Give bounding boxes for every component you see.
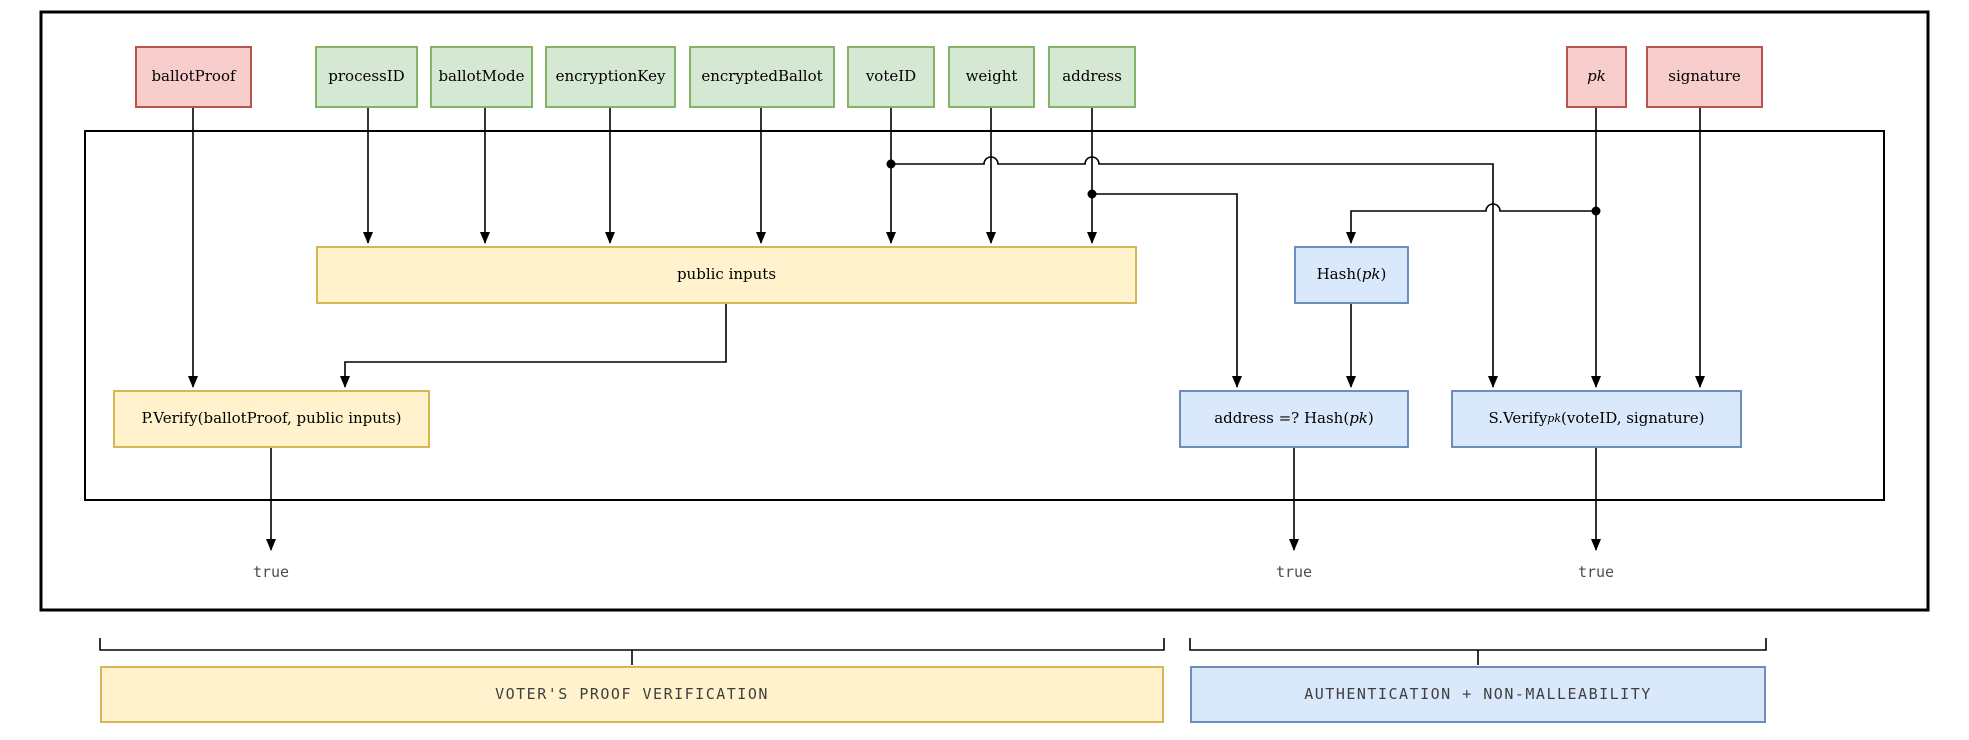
s-verify-prefix: S.Verify: [1488, 409, 1548, 428]
input-process-id: processID: [315, 46, 418, 108]
address-check-arg: pk: [1349, 409, 1368, 428]
input-encrypted-ballot: encryptedBallot: [689, 46, 835, 108]
outer-frame: [39, 10, 1930, 612]
node-hash-pk: Hash(pk): [1294, 246, 1409, 304]
address-check-suffix: ): [1367, 409, 1374, 428]
edge-publicinputs-to-pverify: [340, 304, 727, 388]
section-voter-proof-verification: VOTER'S PROOF VERIFICATION: [100, 666, 1164, 723]
node-p-verify: P.Verify(ballotProof, public inputs): [113, 390, 430, 448]
result-s-verify: true: [1577, 563, 1615, 581]
input-address: address: [1048, 46, 1136, 108]
edge-address-to-addresscheck: [1092, 193, 1242, 388]
hash-pk-arg: pk: [1361, 265, 1381, 284]
node-address-check: address =? Hash(pk): [1179, 390, 1409, 448]
input-encryption-key: encryptionKey: [545, 46, 676, 108]
s-verify-subscript: pk: [1547, 411, 1562, 425]
input-ballot-proof: ballotProof: [135, 46, 252, 108]
input-weight: weight: [948, 46, 1035, 108]
input-signature: signature: [1646, 46, 1763, 108]
input-pk: pk: [1566, 46, 1627, 108]
brace-authentication: [1189, 638, 1767, 651]
address-check-prefix: address =? Hash(: [1214, 409, 1350, 428]
brace-voter-proof: [99, 638, 1165, 651]
hash-pk-suffix: ): [1380, 265, 1387, 284]
edge-pk-to-hash: [1346, 203, 1596, 244]
result-address-check: true: [1275, 563, 1313, 581]
section-authentication-non-malleability: AUTHENTICATION + NON-MALLEABILITY: [1190, 666, 1766, 723]
input-vote-id: voteID: [847, 46, 935, 108]
node-public-inputs: public inputs: [316, 246, 1137, 304]
input-ballot-mode: ballotMode: [430, 46, 533, 108]
result-p-verify: true: [252, 563, 290, 581]
inner-frame: [84, 130, 1885, 501]
hash-pk-prefix: Hash(: [1316, 265, 1362, 284]
junction-address: [1087, 189, 1097, 199]
junction-pk: [1591, 206, 1601, 216]
junction-voteid: [886, 159, 896, 169]
edge-voteid-to-sverify: [891, 156, 1498, 388]
s-verify-suffix: (voteID, signature): [1561, 409, 1705, 428]
